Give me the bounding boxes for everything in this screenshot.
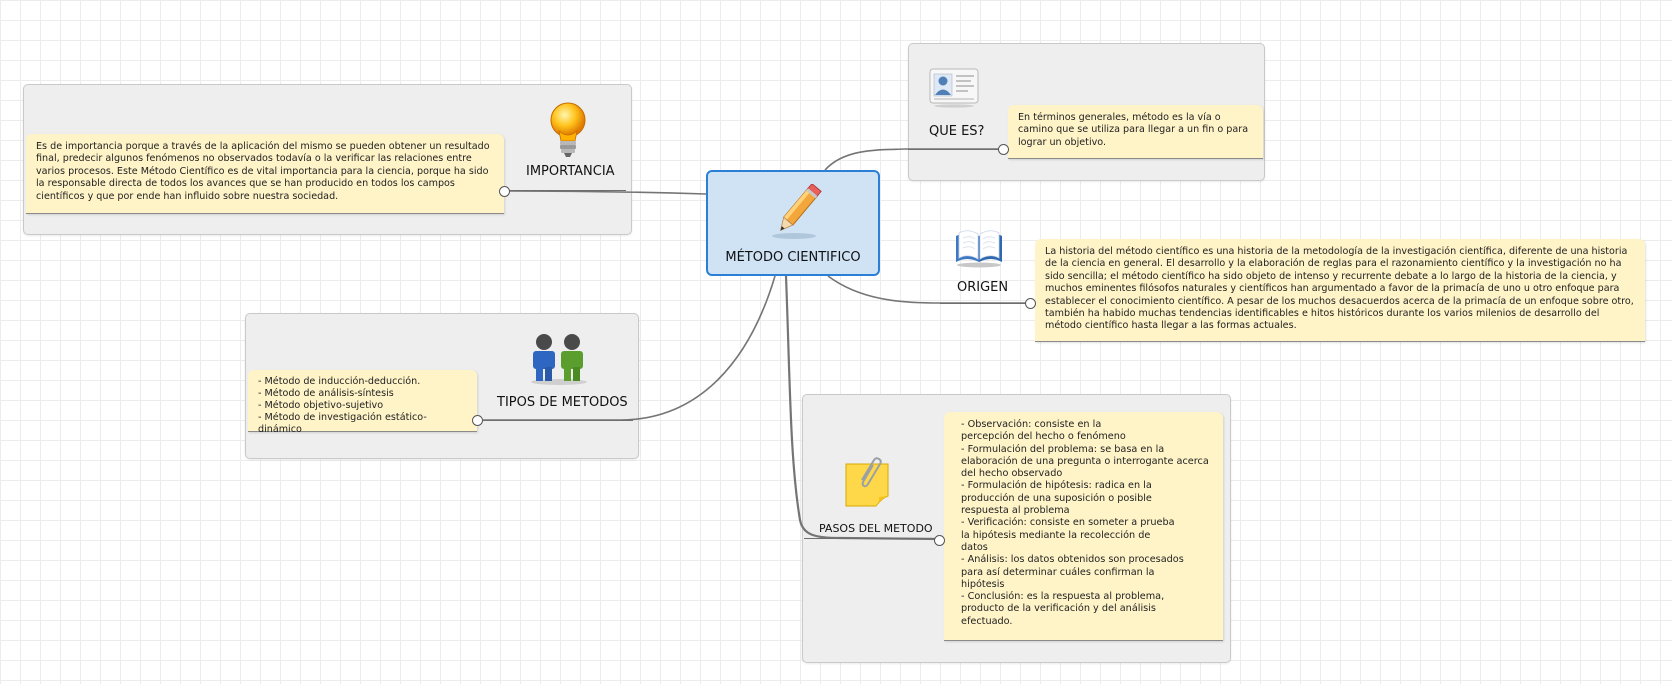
topic-pasos-collapse-handle[interactable] [934,535,945,546]
note-pasos[interactable]: - Observación: consiste en la percepción… [944,412,1223,641]
sticky-note-paperclip-icon [845,457,889,507]
topic-tipos-label[interactable]: TIPOS DE METODOS [497,395,628,410]
central-topic-title: MÉTODO CIENTIFICO [725,250,861,265]
topic-que-es-label[interactable]: QUE ES? [929,124,985,139]
lightbulb-icon [550,102,586,157]
topic-origen-collapse-handle[interactable] [1025,298,1036,309]
central-topic[interactable]: MÉTODO CIENTIFICO [706,170,880,276]
pencil-icon [772,184,822,239]
topic-importancia-collapse-handle[interactable] [499,186,510,197]
topic-origen-label[interactable]: ORIGEN [957,280,1009,295]
note-origen[interactable]: La historia del método científico es una… [1035,239,1645,342]
topic-tipos-collapse-handle[interactable] [472,415,483,426]
topic-importancia-label[interactable]: IMPORTANCIA [526,164,615,179]
note-importancia[interactable]: Es de importancia porque a través de la … [26,134,504,214]
note-que-es[interactable]: En términos generales, método es la vía … [1008,105,1263,159]
topic-pasos-underline [804,538,940,539]
topic-pasos-label[interactable]: PASOS DEL METODO [819,522,933,535]
topic-que-es-underline [908,149,1003,150]
topic-origen-underline [940,303,1030,304]
topic-tipos-underline [483,420,633,421]
people-icon [531,334,587,385]
topic-que-es-collapse-handle[interactable] [998,144,1009,155]
note-tipos[interactable]: - Método de inducción-deducción. - Métod… [248,370,477,435]
topic-importancia-underline [508,190,626,191]
id-card-icon [929,68,979,108]
book-icon [956,230,1002,268]
